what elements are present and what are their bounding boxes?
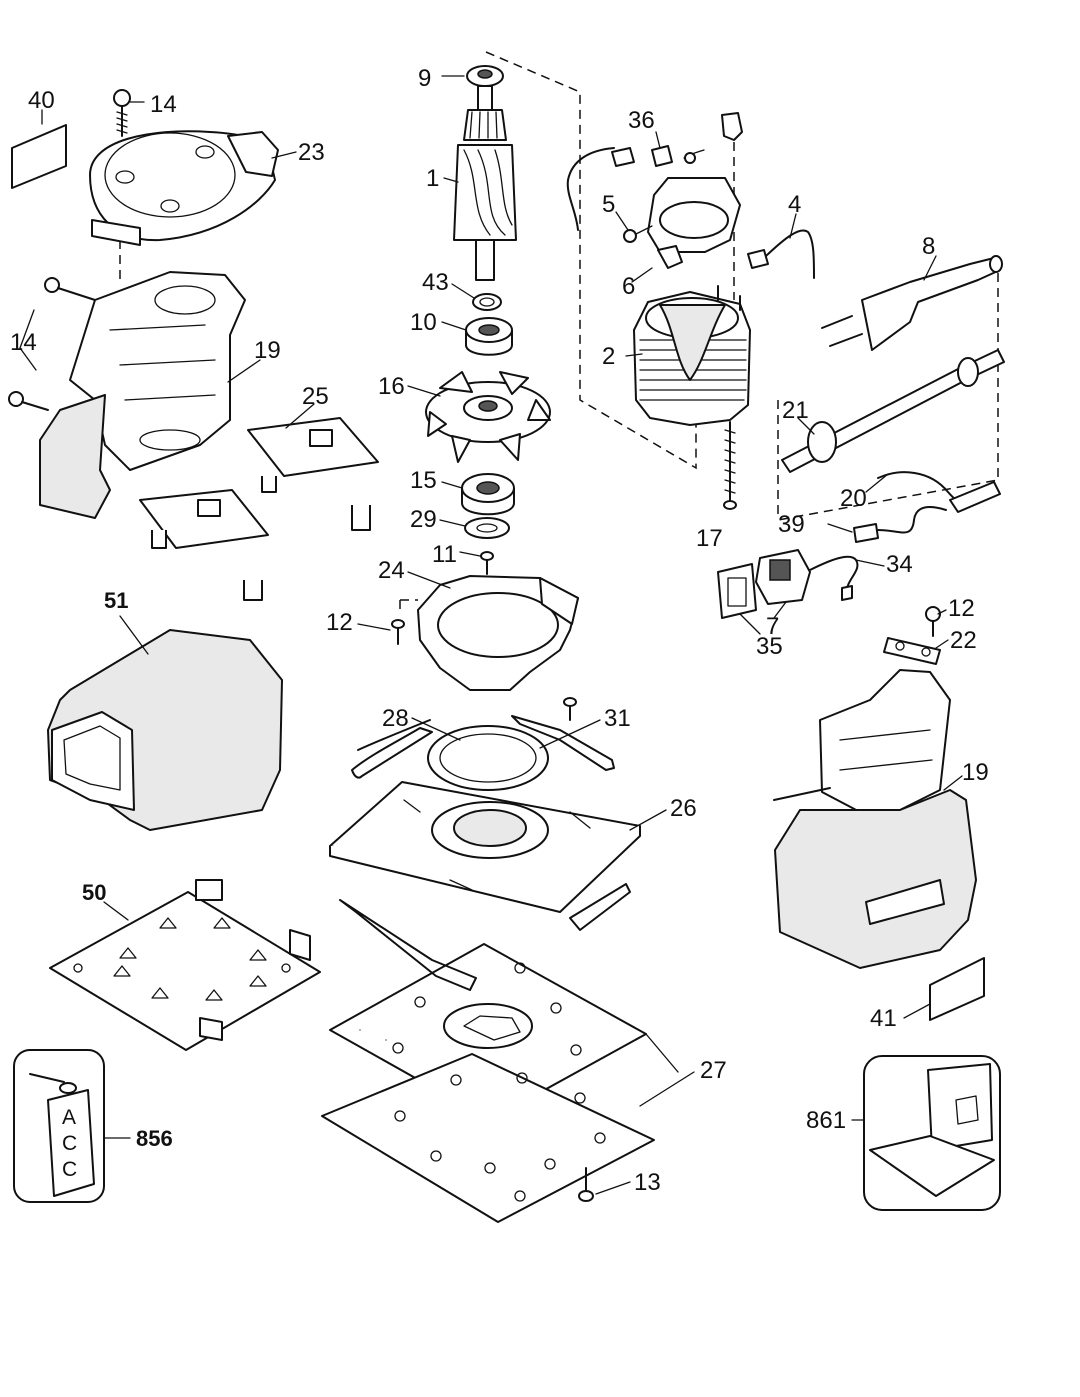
part-27-pads [321, 883, 655, 1223]
label-28: 28 [382, 705, 409, 732]
label-27: 27 [700, 1057, 727, 1084]
part-41-label-card [929, 957, 985, 1021]
label-14-top: 14 [150, 91, 177, 118]
part-34-switch-lead [809, 555, 859, 601]
label-6: 6 [622, 273, 635, 300]
label-10: 10 [410, 309, 437, 336]
part-9-bearing [466, 65, 504, 87]
part-6-brush-plate [647, 177, 741, 269]
part-10-bearing [465, 317, 513, 356]
label-15: 15 [410, 467, 437, 494]
label-861: 861 [806, 1107, 846, 1134]
part-40-label-card [11, 124, 67, 189]
label-13: 13 [634, 1169, 661, 1196]
part-31-platen-ring [427, 725, 549, 791]
part-24-baffle [417, 575, 579, 691]
part-number-labels: 9 14 40 23 36 1 5 4 8 43 6 10 14 19 2 16… [10, 65, 989, 1196]
part-15-bearing [461, 473, 515, 516]
part-35-switch-cover [717, 563, 757, 619]
label-2: 2 [602, 343, 615, 370]
label-34: 34 [886, 551, 913, 578]
label-22: 22 [950, 627, 977, 654]
part-861-kit-box [863, 1055, 1001, 1211]
label-36: 36 [628, 107, 655, 134]
label-35: 35 [756, 633, 783, 660]
label-29: 29 [410, 506, 437, 533]
label-856: 856 [136, 1126, 173, 1151]
label-19-left: 19 [254, 337, 281, 364]
part-14-screws-left [8, 277, 96, 411]
label-31: 31 [604, 705, 631, 732]
label-12-right: 12 [948, 595, 975, 622]
label-21: 21 [782, 397, 809, 424]
label-16: 16 [378, 373, 405, 400]
part-8-plug-cord [821, 255, 1003, 351]
tag-letter-2: C [62, 1132, 77, 1155]
label-26: 26 [670, 795, 697, 822]
label-4: 4 [788, 191, 801, 218]
part-13-screw [578, 1167, 594, 1202]
label-17: 17 [696, 525, 723, 552]
part-29-washer [464, 517, 510, 539]
label-8: 8 [922, 233, 935, 260]
label-5: 5 [602, 191, 615, 218]
label-50: 50 [82, 880, 106, 905]
part-22-cord-clamp [883, 637, 941, 665]
tag-856-letters: A C C [62, 1106, 77, 1181]
part-36-brush-holder [651, 112, 743, 167]
part-50-punch-plate [49, 879, 321, 1051]
label-11: 11 [432, 541, 457, 568]
label-39: 39 [778, 511, 805, 538]
label-7: 7 [766, 613, 779, 640]
tag-letter-3: C [62, 1158, 77, 1181]
part-7-switch [755, 549, 811, 605]
part-23-top-cover [89, 130, 279, 246]
leader-lines [19, 75, 963, 1195]
part-856-tag [13, 1049, 105, 1203]
label-25: 25 [302, 383, 329, 410]
label-24: 24 [378, 557, 405, 584]
part-39-connector [853, 506, 947, 543]
label-14-left: 14 [10, 329, 37, 356]
part-25-brackets [139, 417, 379, 601]
part-wire-lead [566, 147, 705, 231]
part-2-field-stator [633, 285, 751, 426]
part-11-screw [480, 551, 494, 575]
label-23: 23 [298, 139, 325, 166]
part-20-lead-wire [877, 471, 1001, 513]
part-12-screws [391, 606, 941, 721]
label-51: 51 [104, 588, 128, 613]
part-43-snap-ring [472, 293, 502, 311]
part-16-fan [425, 371, 551, 463]
label-40: 40 [28, 87, 55, 114]
label-9: 9 [418, 65, 431, 92]
part-19-housing-assembled [773, 669, 977, 969]
part-14-screw-top [113, 89, 131, 137]
label-12-left: 12 [326, 609, 353, 636]
label-1: 1 [426, 165, 439, 192]
label-43: 43 [422, 269, 449, 296]
part-1-armature [453, 85, 517, 281]
part-26-base-plate [329, 781, 641, 913]
label-41: 41 [870, 1005, 897, 1032]
part-21-cord-strain-relief [781, 349, 1005, 473]
tag-letter-1: A [62, 1106, 76, 1129]
part-4-brush [747, 229, 815, 279]
label-20: 20 [840, 485, 867, 512]
part-51-dust-cover [47, 629, 283, 831]
part-17-long-screw [723, 421, 737, 510]
part-5-brush-spring [623, 225, 653, 243]
label-19-right: 19 [962, 759, 989, 786]
part-19-housing-half-left [39, 271, 246, 519]
